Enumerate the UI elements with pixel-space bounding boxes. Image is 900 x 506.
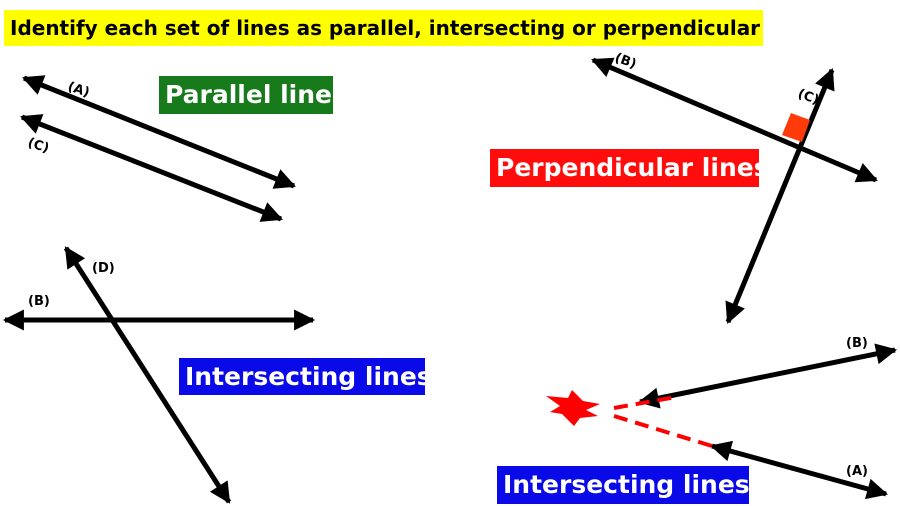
intersecting-lines-label-right: Intersecting lines	[497, 466, 750, 504]
point-label-perp-c: (C)	[796, 87, 821, 108]
point-label-int-d: (D)	[92, 261, 115, 276]
intersecting-line-d	[63, 246, 232, 504]
parallel-line-c	[20, 114, 283, 222]
parallel-lines-label: Parallel lines	[159, 76, 347, 114]
intersecting-line-b-right	[637, 343, 898, 409]
dashed-extension-b	[613, 395, 677, 410]
right-angle-mark	[782, 113, 810, 142]
point-label-perp-b: (B)	[613, 51, 639, 73]
point-label-int-b: (B)	[28, 294, 50, 309]
point-label-int2-b: (B)	[846, 336, 868, 351]
dashed-extension-a	[613, 414, 713, 448]
intersection-burst-icon	[546, 390, 600, 426]
point-label-parallel-a: (A)	[66, 80, 92, 101]
instruction-title: Identify each set of lines as parallel, …	[4, 10, 763, 46]
intersecting-line-a-right	[709, 440, 889, 500]
intersecting-lines-label-left: Intersecting lines	[179, 358, 432, 395]
point-label-int2-a: (A)	[846, 464, 868, 479]
perpendicular-line-c	[725, 68, 835, 324]
point-label-parallel-c: (C)	[26, 136, 51, 157]
perpendicular-lines-label: Perpendicular lines	[490, 149, 769, 187]
